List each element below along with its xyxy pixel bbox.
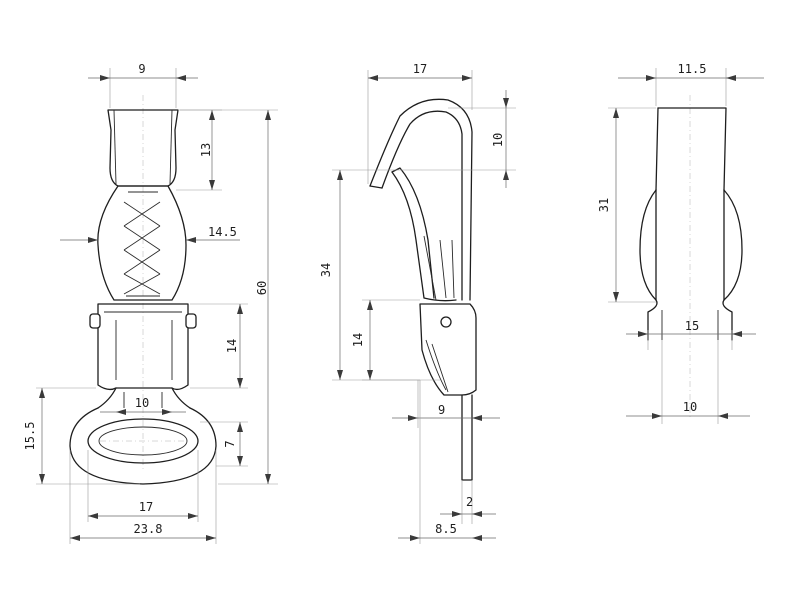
dim-side-hook-top: 10 [491,133,505,147]
front-view [69,95,217,485]
dim-front-neck-width: 10 [135,396,149,410]
dim-front-ring-outer-width: 23.8 [134,522,163,536]
dim-front-top-width: 9 [138,62,145,76]
front-dimensions: 9 13 14.5 60 14 10 [23,62,278,544]
side-dimensions: 17 10 34 14 9 2 [319,62,516,544]
dim-side-tab-thickness: 2 [466,495,473,509]
dim-side-body-offset: 9 [438,403,445,417]
dim-front-ring-height: 7 [223,440,237,447]
dim-side-hook-width: 17 [413,62,427,76]
end-dimensions: 11.5 31 15 10 [597,62,764,424]
dim-side-pivot-height: 14 [351,333,365,347]
dim-end-body-height: 31 [597,198,611,212]
end-view [639,95,743,420]
dim-front-ring-total-height: 15.5 [23,422,37,451]
dim-end-foot-width: 10 [683,400,697,414]
dim-front-top-height: 13 [199,143,213,157]
side-view [369,98,477,481]
dim-end-base-width: 15 [685,319,699,333]
dim-front-lower-height: 14 [225,339,239,353]
dim-front-overall-length: 60 [255,281,269,295]
dim-side-jaw-length: 34 [319,263,333,277]
dim-front-ring-inner-width: 17 [139,500,153,514]
dim-front-grip-width: 14.5 [208,225,237,239]
dim-end-top-width: 11.5 [678,62,707,76]
dim-side-total-offset: 8.5 [435,522,457,536]
